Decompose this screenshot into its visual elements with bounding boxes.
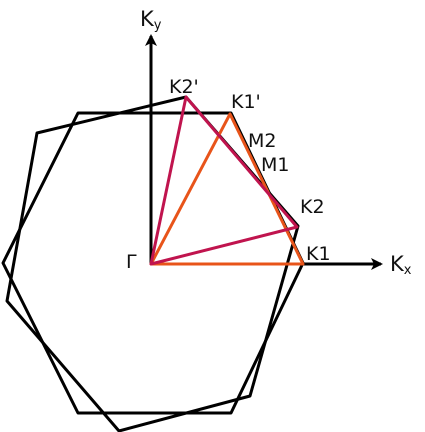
k1prime-label: K1' — [231, 91, 261, 113]
triangle-gamma-k2-k2prime — [149, 95, 299, 266]
kx-axis-label: Kx — [390, 252, 412, 278]
k2prime-label: K2' — [169, 76, 199, 98]
m2-label: M2 — [248, 130, 276, 152]
m1-label: M1 — [261, 154, 289, 176]
triangle-gamma-k1-k1prime — [149, 112, 305, 266]
k1-label: K1 — [306, 243, 331, 265]
gamma-label: Γ — [126, 251, 137, 273]
k2-label: K2 — [300, 196, 325, 218]
ky-axis-label: Ky — [140, 7, 162, 33]
